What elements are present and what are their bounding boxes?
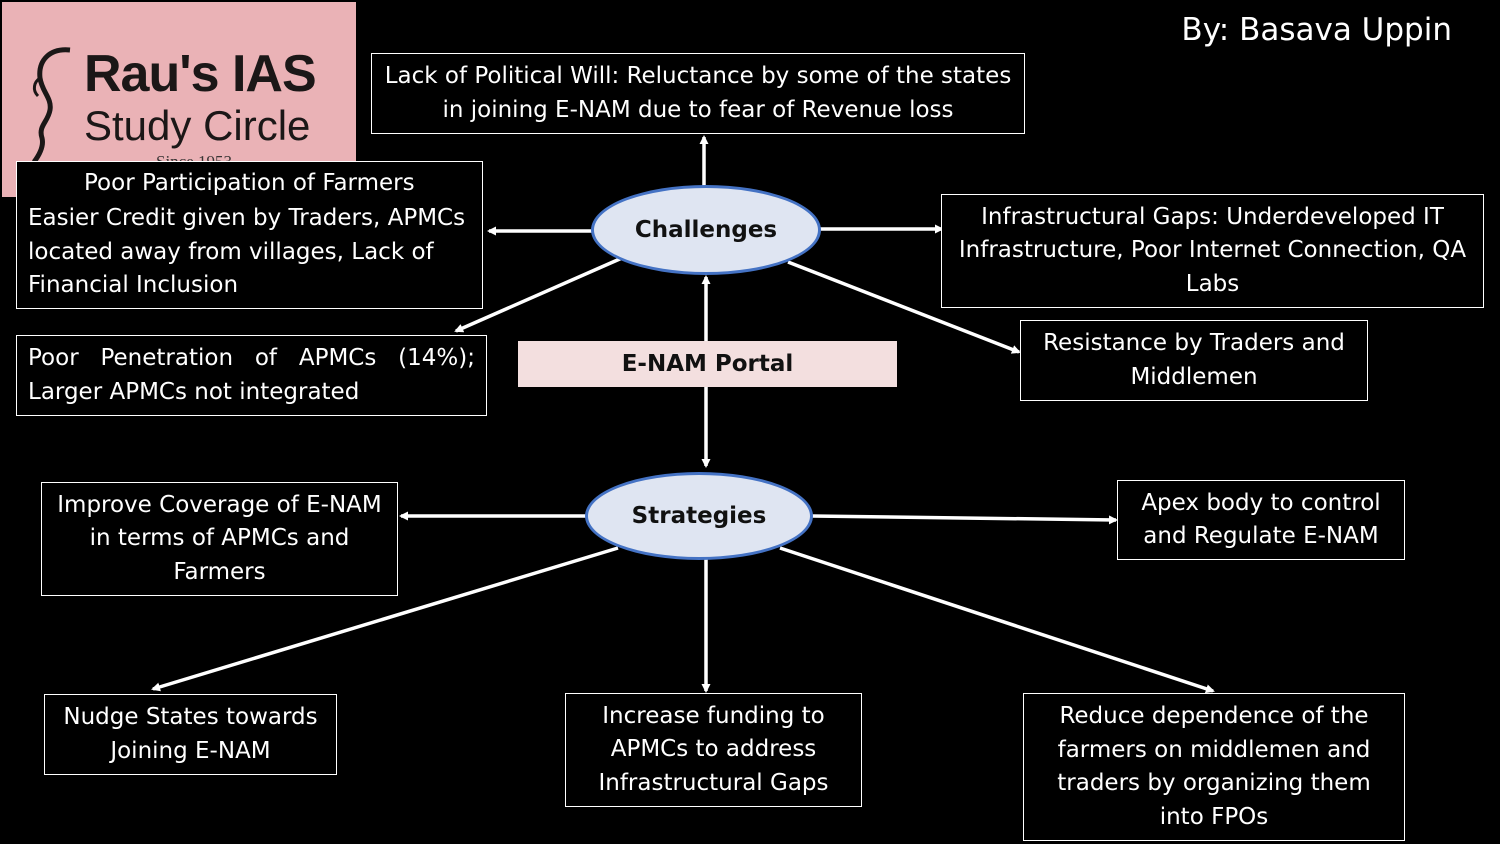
arrow-strategies-to-apex-body bbox=[811, 514, 1118, 525]
arrow-strategies-to-nudge-states bbox=[151, 546, 619, 692]
strategy-nudge-states-text: Nudge States towards Joining E-NAM bbox=[63, 704, 318, 764]
challenge-farmer-participation: Easier Credit given by Traders, APMCs lo… bbox=[16, 161, 483, 309]
challenge-penetration-text: Poor Penetration of APMCs (14%); Larger … bbox=[28, 345, 475, 405]
enam-portal-label: E-NAM Portal bbox=[621, 351, 794, 377]
challenge-farmer-participation-title: Poor Participation of Farmers bbox=[84, 170, 415, 196]
strategy-apex-body: Apex body to control and Regulate E-NAM bbox=[1117, 480, 1405, 560]
strategy-coverage-text: Improve Coverage of E-NAM in terms of AP… bbox=[57, 491, 382, 585]
challenges-node: Challenges bbox=[591, 185, 821, 275]
strategy-funding-text: Increase funding to APMCs to address Inf… bbox=[598, 702, 829, 796]
arrow-challenges-to-penetration bbox=[454, 256, 623, 333]
challenge-political-will: Lack of Political Will: Reluctance by so… bbox=[371, 53, 1025, 134]
strategies-node-label: Strategies bbox=[631, 503, 767, 529]
author-credit: By: Basava Uppin bbox=[1181, 12, 1452, 48]
arrow-strategies-to-fpos bbox=[779, 546, 1215, 694]
strategy-coverage: Improve Coverage of E-NAM in terms of AP… bbox=[41, 482, 398, 596]
strategy-nudge-states: Nudge States towards Joining E-NAM bbox=[44, 694, 337, 775]
challenge-penetration: Poor Penetration of APMCs (14%); Larger … bbox=[16, 335, 487, 416]
strategies-node: Strategies bbox=[585, 472, 813, 560]
challenge-infrastructure-text: Infrastructural Gaps: Underdeveloped IT … bbox=[958, 203, 1467, 297]
challenge-resistance-text: Resistance by Traders and Middlemen bbox=[1043, 330, 1345, 390]
logo-brand-text: Rau's IAS bbox=[84, 45, 317, 103]
challenge-political-will-text: Lack of Political Will: Reluctance by so… bbox=[384, 63, 1012, 123]
challenge-resistance: Resistance by Traders and Middlemen bbox=[1020, 320, 1368, 401]
strategy-funding: Increase funding to APMCs to address Inf… bbox=[565, 693, 862, 807]
strategy-fpos: Reduce dependence of the farmers on midd… bbox=[1023, 693, 1405, 841]
strategy-apex-body-text: Apex body to control and Regulate E-NAM bbox=[1141, 489, 1381, 550]
challenge-infrastructure: Infrastructural Gaps: Underdeveloped IT … bbox=[941, 194, 1484, 308]
enam-portal-node: E-NAM Portal bbox=[518, 341, 897, 387]
strategy-fpos-text: Reduce dependence of the farmers on midd… bbox=[1057, 703, 1371, 830]
logo-subtitle-text: Study Circle bbox=[84, 102, 311, 149]
arrow-challenges-to-resistance bbox=[787, 260, 1021, 354]
challenge-farmer-participation-text: Easier Credit given by Traders, APMCs lo… bbox=[28, 205, 466, 298]
challenges-node-label: Challenges bbox=[634, 217, 778, 243]
logo-emblem-icon bbox=[31, 47, 71, 164]
